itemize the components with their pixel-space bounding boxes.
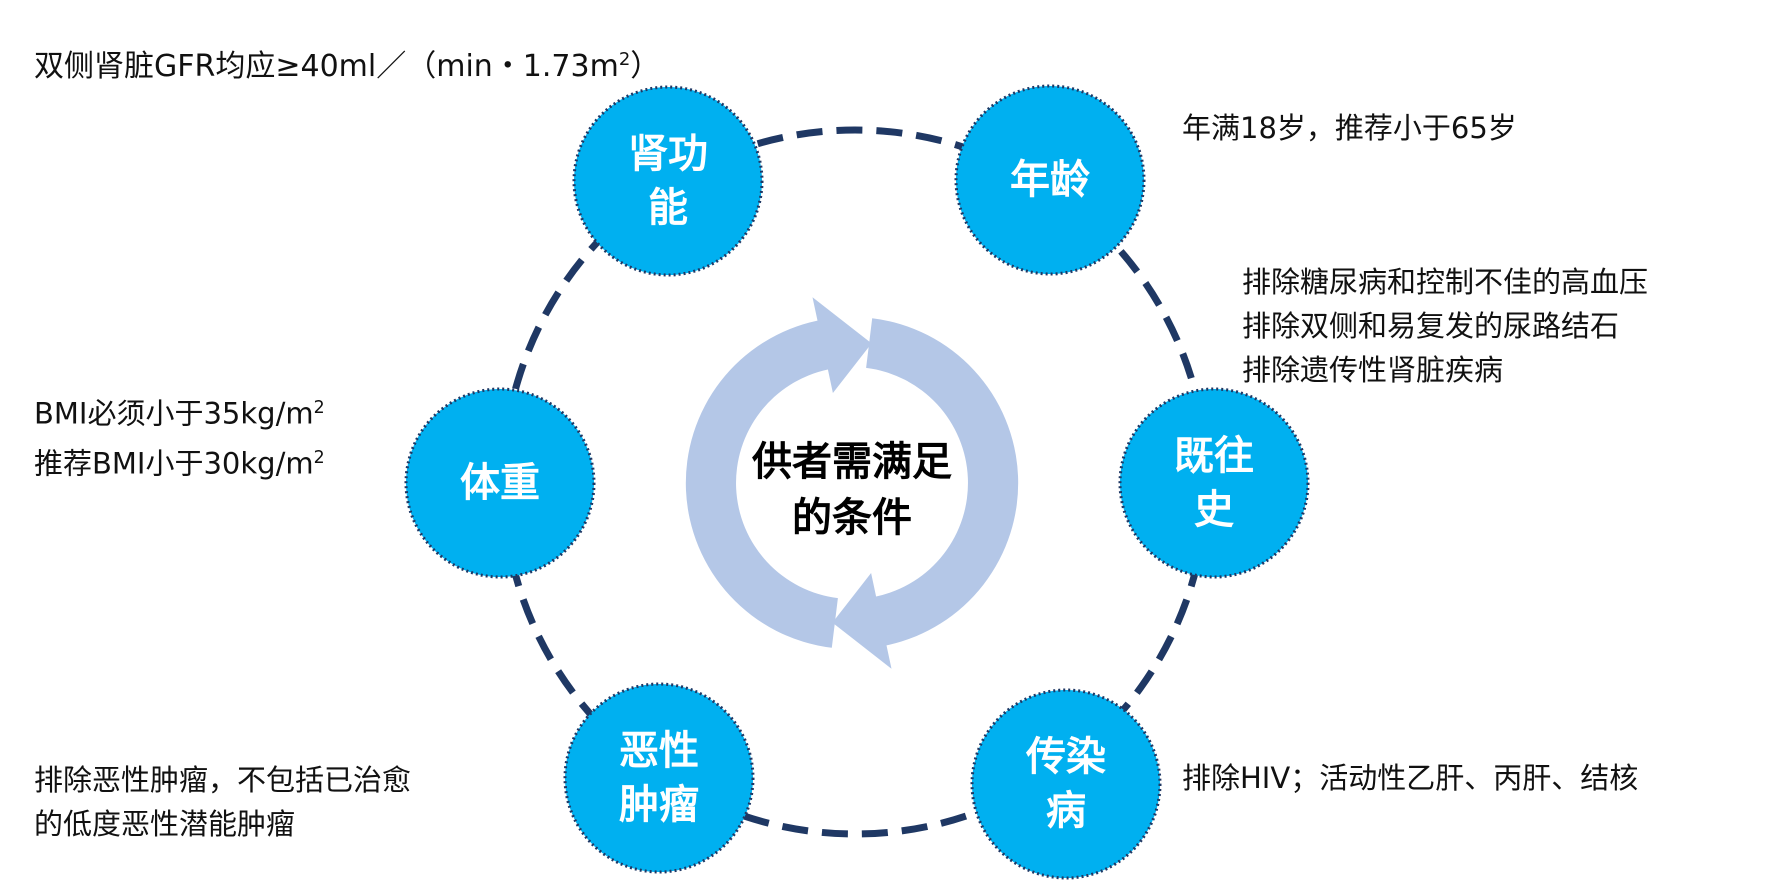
node-history-label: 既往史	[1174, 433, 1254, 533]
cycle-arrow-right	[832, 318, 1019, 669]
history-note-line: 排除双侧和易复发的尿路结石	[1242, 309, 1620, 343]
node-weight-circle	[404, 387, 596, 579]
age-note: 年满18岁，推荐小于65岁	[1182, 111, 1517, 145]
history-note-line: 排除遗传性肾脏疾病	[1242, 353, 1504, 387]
node-weight-label: 体重	[460, 460, 540, 506]
node-infection-circle	[970, 688, 1162, 880]
gfr-note: 双侧肾脏GFR均应≥40ml／（min・1.73m2）	[34, 49, 661, 84]
weight-note-line: BMI必须小于35kg/m2	[34, 396, 325, 431]
cycle-arrow-left	[685, 297, 872, 648]
node-tumor-label: 恶性肿瘤	[619, 728, 699, 828]
center-title: 供者需满足 的条件	[752, 439, 952, 541]
tumor-note-line: 的低度恶性潜能肿瘤	[34, 807, 296, 841]
infection-note: 排除HIV；活动性乙肝、丙肝、结核	[1182, 761, 1639, 795]
node-age-label: 年龄	[1010, 157, 1090, 203]
node-kidney-label: 肾功能	[628, 131, 708, 231]
weight-note: BMI必须小于35kg/m2 推荐BMI小于30kg/m2	[34, 386, 325, 485]
node-history-circle	[1118, 387, 1310, 579]
node-age-circle	[954, 84, 1146, 276]
weight-note-line: 推荐BMI小于30kg/m2	[34, 446, 325, 481]
tumor-note-line: 排除恶性肿瘤，不包括已治愈	[34, 763, 412, 797]
history-note-line: 排除糖尿病和控制不佳的高血压	[1242, 265, 1649, 299]
node-tumor-circle	[563, 682, 755, 874]
node-kidney-circle	[572, 85, 764, 277]
tumor-note: 排除恶性肿瘤，不包括已治愈 的低度恶性潜能肿瘤	[34, 758, 411, 846]
history-note: 排除糖尿病和控制不佳的高血压 排除双侧和易复发的尿路结石 排除遗传性肾脏疾病	[1242, 260, 1648, 392]
node-infection-label: 传染病	[1026, 734, 1106, 834]
